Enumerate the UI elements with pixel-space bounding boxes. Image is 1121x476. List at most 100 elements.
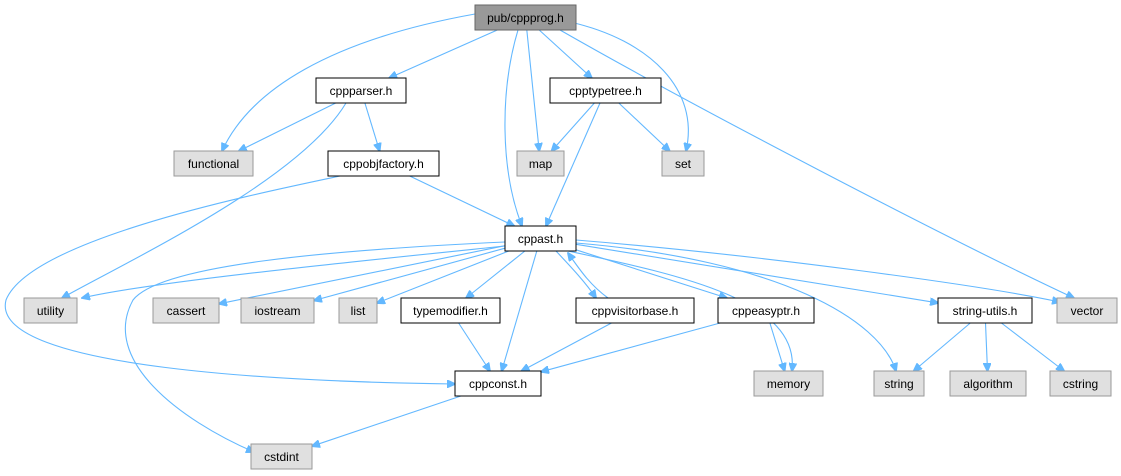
node-box-algorithm [949,370,1027,397]
edge-cppeasyptr-to-memory [769,322,785,371]
edge-cppast-to-string [575,242,896,371]
node-label-cstdint: cstdint [264,450,299,464]
node-label-cppeasyptr: cppeasyptr.h [732,304,800,318]
edge-cppprog-to-map [526,29,539,151]
edge-cppast-to-cassert [219,245,506,304]
node-box-cppobjfactory [327,150,440,177]
node-label-string: string [884,377,913,391]
node-cppconst[interactable]: cppconst.h [454,370,542,397]
edge-cppast-to-cppconst [502,250,538,371]
edge-stringutils-to-algorithm [986,322,988,371]
node-box-typemodifier [400,297,501,324]
node-label-cpptypetree: cpptypetree.h [569,84,642,98]
edge-typemodifier-to-cppconst [458,322,490,371]
node-box-cppparser [315,77,407,104]
edge-cppast-to-stringutils [575,243,938,303]
node-label-map: map [529,157,553,171]
node-cstring: cstring [1049,370,1112,397]
node-string: string [873,370,925,397]
node-cassert: cassert [152,297,220,324]
edge-cppast-to-utility [82,245,506,298]
node-cpptypetree[interactable]: cpptypetree.h [549,77,662,104]
edge-cppobjfactory-to-cppast [409,175,515,226]
edge-cpptypetree-to-set [618,102,670,151]
edge-cppast-to-iostream [314,247,506,300]
edge-cppobjfactory-to-cppconst [4,175,455,384]
node-typemodifier[interactable]: typemodifier.h [400,297,501,324]
nodes-layer: pub/cppprog.h cppparser.h cpptypetree.h fun… [23,4,1118,470]
edge-cppprog-to-cpptypetree [538,29,592,78]
edge-cppvisitorbase-to-cppast [568,253,609,299]
node-label-stringutils: string-utils.h [953,304,1018,318]
node-box-vector [1056,297,1118,324]
node-cppast[interactable]: cppast.h [504,225,577,252]
node-box-map [516,150,565,177]
node-cppobjfactory[interactable]: cppobjfactory.h [327,150,440,177]
edge-cppeasyptr-to-cppconst [541,322,721,372]
node-memory: memory [753,370,824,397]
node-label-cassert: cassert [167,304,206,318]
node-box-utility [23,297,78,324]
node-box-cppast [504,225,577,252]
node-cppeasyptr[interactable]: cppeasyptr.h [717,297,815,324]
node-box-string [873,370,925,397]
node-label-functional: functional [188,157,239,171]
node-label-set: set [675,157,692,171]
node-functional: functional [173,150,254,177]
edge-cpptypetree-to-map [552,102,595,151]
edge-stringutils-to-cstring [1001,322,1064,371]
edge-cppast-to-cstdint [125,241,506,452]
node-utility: utility [23,297,78,324]
node-cppprog[interactable]: pub/cppprog.h [474,4,577,31]
node-box-iostream [240,297,315,324]
node-box-stringutils [937,297,1033,324]
node-vector: vector [1056,297,1118,324]
edge-stringutils-to-string [914,322,971,371]
edge-cppconst-to-cstdint [312,395,462,446]
node-box-cstring [1049,370,1112,397]
node-box-memory [753,370,824,397]
node-map: map [516,150,565,177]
node-iostream: iostream [240,297,315,324]
node-cppvisitorbase[interactable]: cppvisitorbase.h [575,297,695,324]
edge-cppast-to-list [377,250,510,303]
edge-cppast-to-cppvisitorbase [555,250,596,298]
node-set: set [661,150,705,177]
node-box-cppconst [454,370,542,397]
node-label-cppast: cppast.h [518,232,563,246]
node-cppparser[interactable]: cppparser.h [315,77,407,104]
node-list: list [338,297,378,324]
node-label-algorithm: algorithm [963,377,1012,391]
node-box-list [338,297,378,324]
edge-cppprog-to-set [569,21,688,151]
edge-cpptypetree-to-cppast [546,102,601,226]
edge-cppast-to-memory [567,250,792,371]
node-cstdint: cstdint [250,443,313,470]
node-box-cppprog [474,4,577,31]
node-label-cppparser: cppparser.h [330,84,393,98]
node-label-memory: memory [767,377,810,391]
node-label-utility: utility [37,304,64,318]
node-box-cppeasyptr [717,297,815,324]
edge-cppast-to-typemodifier [466,250,526,298]
node-box-cppvisitorbase [575,297,695,324]
node-label-cppobjfactory: cppobjfactory.h [343,157,424,171]
edge-cppparser-to-functional [239,102,336,151]
node-label-cppconst: cppconst.h [469,377,527,391]
node-box-set [661,150,705,177]
node-label-vector: vector [1071,304,1104,318]
edges-layer [4,13,1074,452]
edge-cppprog-to-functional [222,13,476,151]
node-label-cppvisitorbase: cppvisitorbase.h [592,304,679,318]
node-label-list: list [351,304,366,318]
node-label-iostream: iostream [254,304,300,318]
node-box-cassert [152,297,220,324]
node-stringutils[interactable]: string-utils.h [937,297,1033,324]
node-box-functional [173,150,254,177]
node-label-cstring: cstring [1063,377,1098,391]
edge-cppvisitorbase-to-cppconst [522,322,612,371]
node-label-cppprog: pub/cppprog.h [487,11,564,25]
node-algorithm: algorithm [949,370,1027,397]
edge-cppast-to-vector [575,239,1060,302]
